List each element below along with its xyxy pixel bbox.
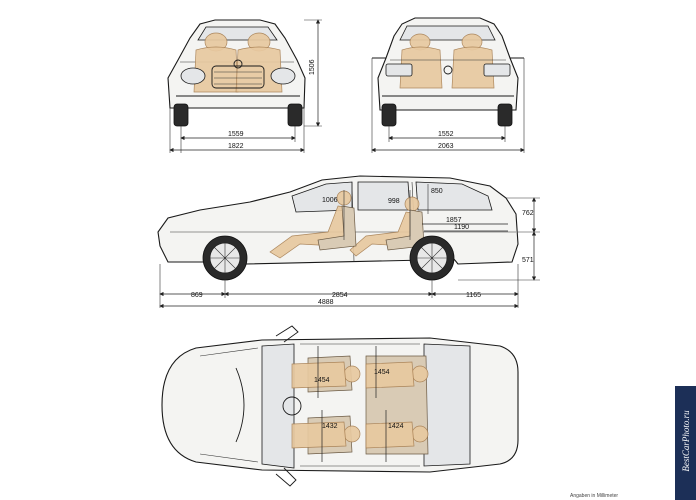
rear-height-label: 850 xyxy=(431,188,443,195)
front-track-label: 1559 xyxy=(228,131,244,138)
length-label: 4888 xyxy=(318,299,334,306)
rear-view: 1552 2063 xyxy=(371,17,525,153)
watermark-strip: BestCarPhoto.ru xyxy=(675,386,696,500)
wheelbase-label: 2854 xyxy=(332,292,348,299)
shoulder-rear-label: 1454 xyxy=(374,369,390,376)
load-length-label: 1857 xyxy=(446,217,462,224)
lower-height-label: 571 xyxy=(522,257,534,264)
elbow-rear-label: 1424 xyxy=(388,423,404,430)
top-occupants xyxy=(291,355,429,455)
rear-wheel xyxy=(409,235,455,281)
steering-wheel-icon xyxy=(282,396,302,416)
mirror-left xyxy=(275,325,299,343)
front-occupants xyxy=(193,32,283,93)
headroom-front-label: 1006 xyxy=(322,197,338,204)
shoulder-front-label: 1454 xyxy=(314,377,330,384)
rear-occupants xyxy=(399,33,495,89)
side-view: 1006 998 850 1857 1190 762 571 869 2854 … xyxy=(157,175,540,309)
headroom-rear-label: 998 xyxy=(388,198,400,205)
star-emblem-icon xyxy=(233,59,243,69)
front-view: 1506 1559 1822 xyxy=(167,19,322,153)
mirror-right xyxy=(275,467,297,487)
front-width-label: 1822 xyxy=(228,143,244,150)
front-overhang-label: 869 xyxy=(191,292,203,299)
rear-track-label: 1552 xyxy=(438,131,454,138)
rear-emblem-icon xyxy=(443,65,453,75)
upper-height-label: 762 xyxy=(522,210,534,217)
front-height-label: 1506 xyxy=(309,59,316,75)
load-length-short-label: 1190 xyxy=(454,224,469,231)
rear-width-label: 2063 xyxy=(438,143,454,150)
rear-overhang-label: 1165 xyxy=(466,292,481,299)
front-wheel xyxy=(202,235,248,281)
elbow-front-label: 1432 xyxy=(322,423,338,430)
watermark-text: BestCarPhoto.ru xyxy=(681,410,691,472)
footer-note: Angaben in Millimeter xyxy=(570,493,618,499)
top-view: 1454 1454 1432 1424 xyxy=(161,325,519,487)
